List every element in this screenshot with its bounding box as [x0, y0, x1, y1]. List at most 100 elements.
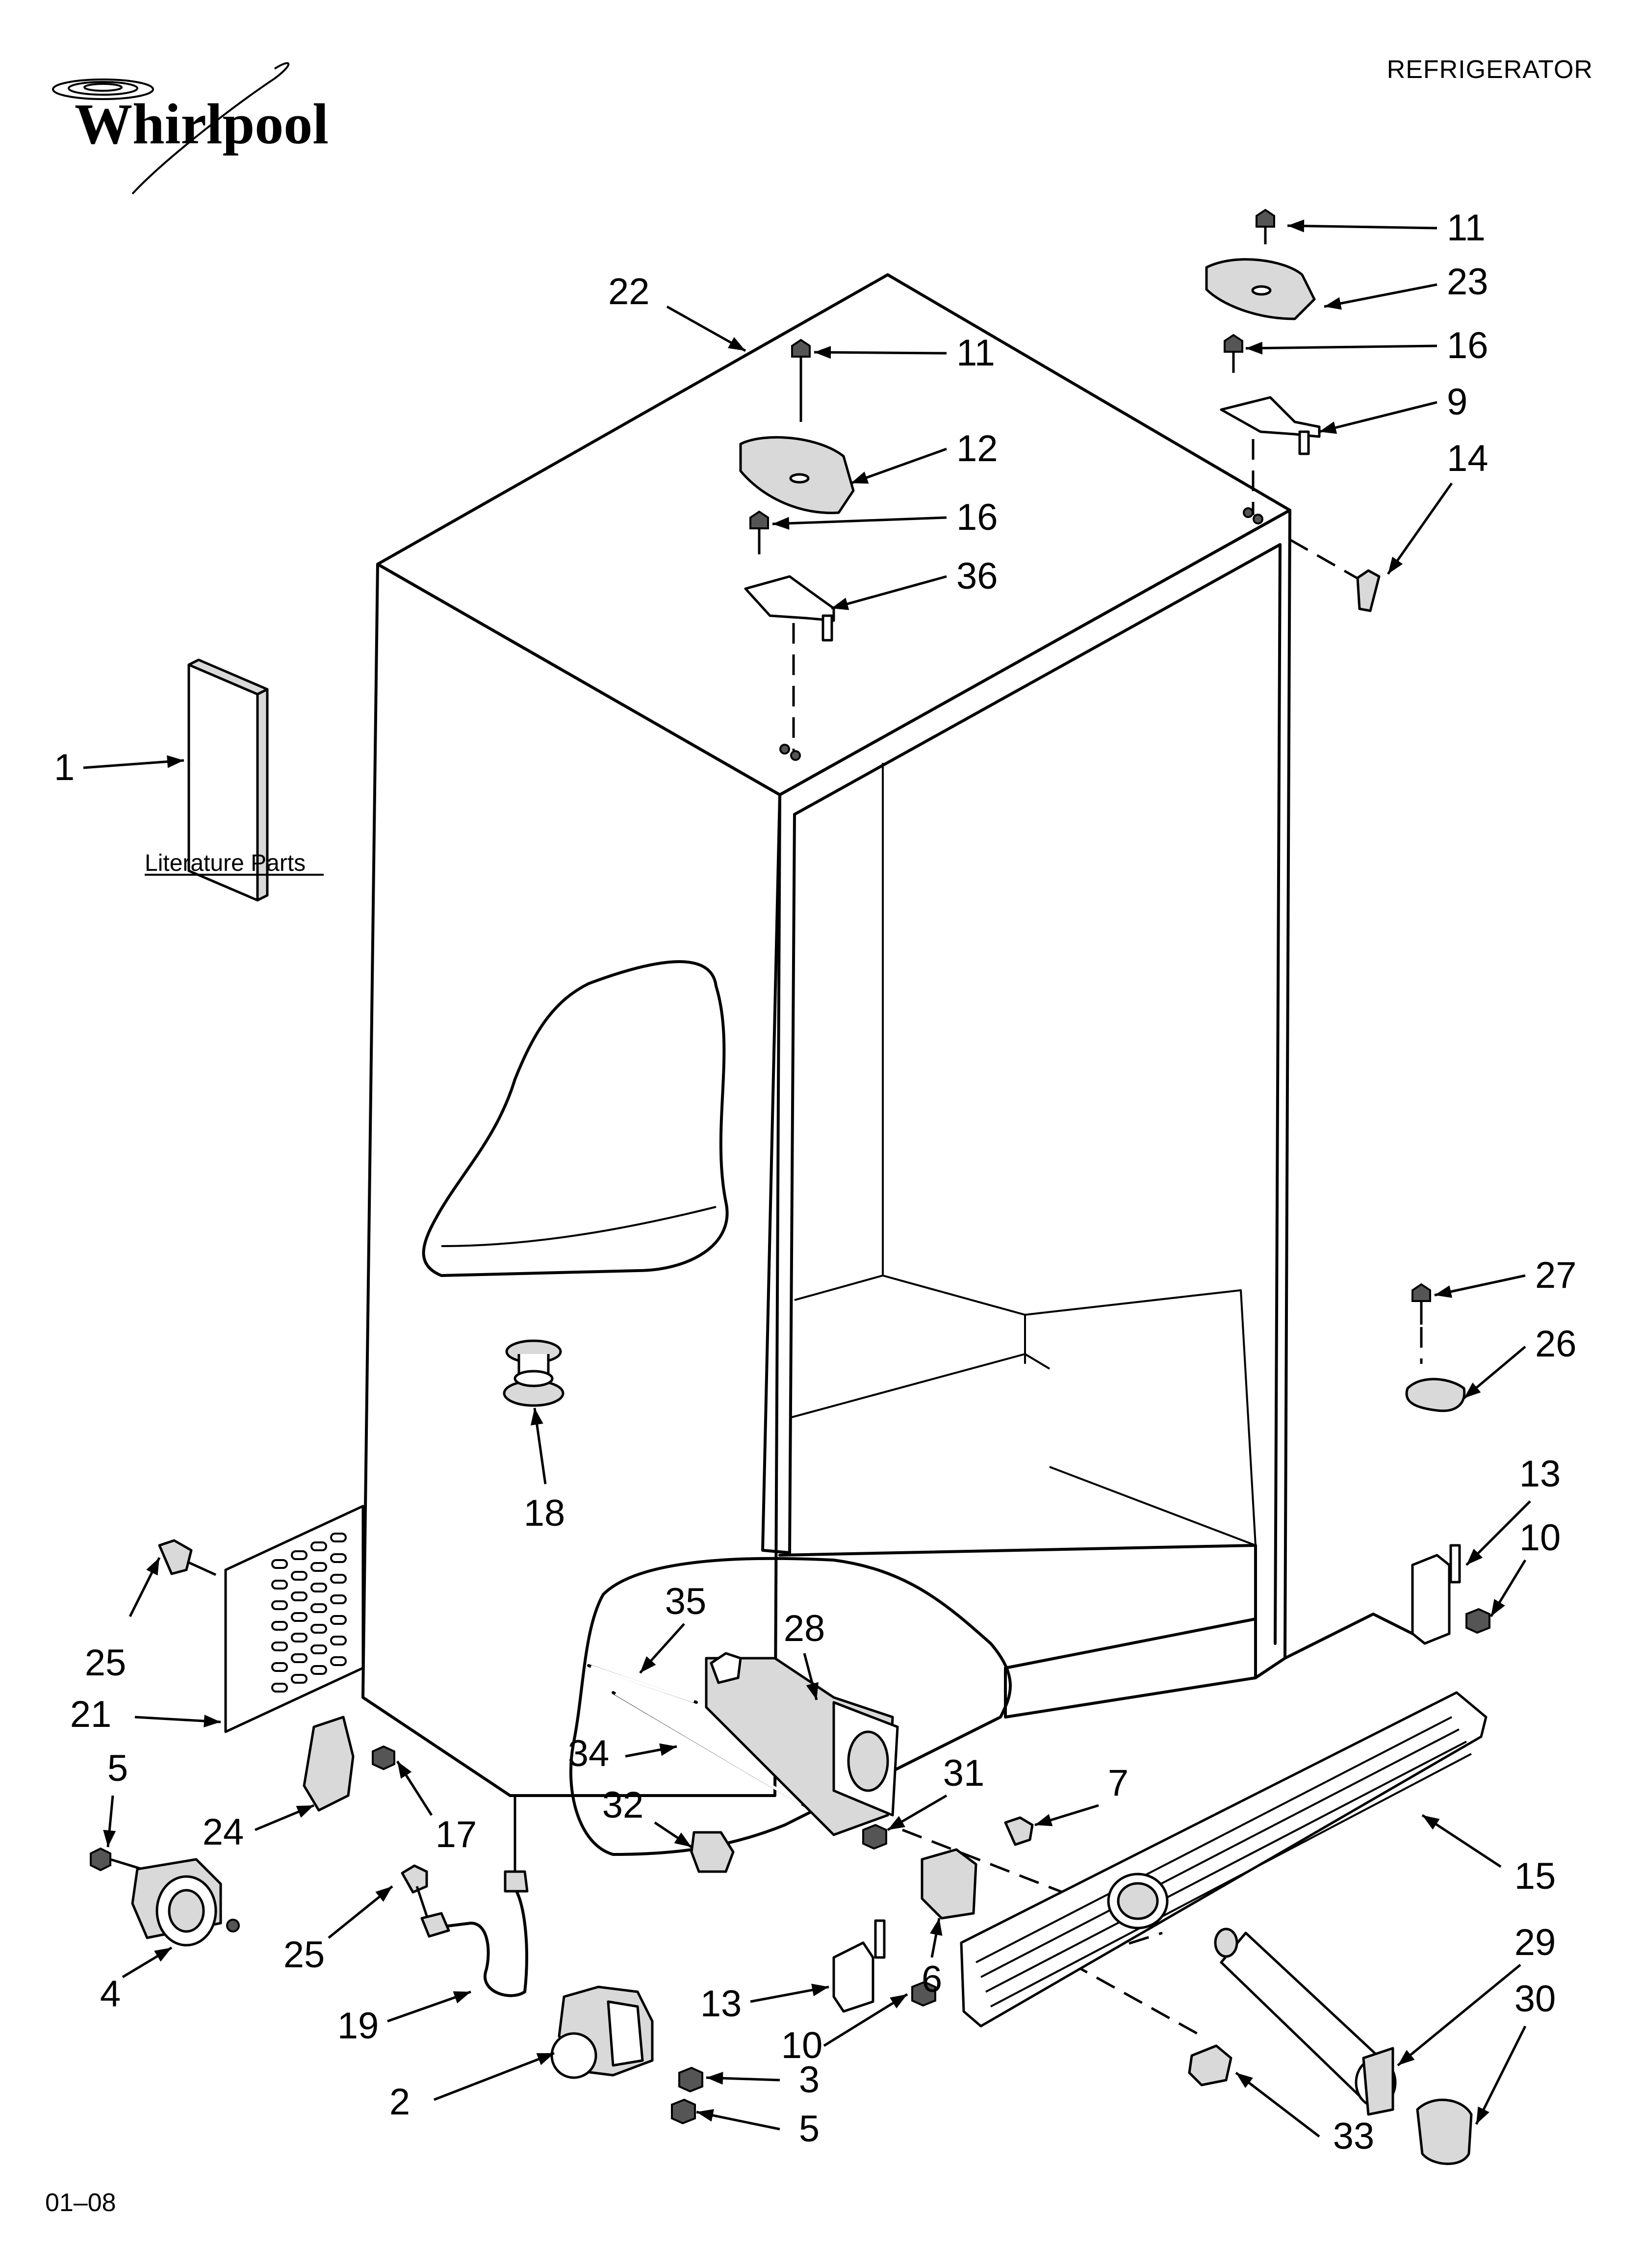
callout-number-c35: 35	[665, 1581, 707, 1622]
arrowhead-c11b	[814, 346, 831, 359]
cabinet-front-frame-inner	[793, 543, 1282, 1645]
callout-number-c21: 21	[70, 1694, 112, 1735]
grille-slot	[330, 1594, 347, 1604]
filter-axis-dash-2	[1068, 1961, 1203, 2037]
floor-hatch	[441, 1206, 717, 1247]
callout-number-c25a: 25	[85, 1642, 127, 1684]
brand-name: Whirlpool	[75, 92, 329, 156]
cabinet-interior-back	[794, 763, 1257, 1546]
screw-27	[1411, 1283, 1431, 1302]
arrowhead-c7	[1035, 1814, 1053, 1826]
leader-c11b	[814, 351, 947, 355]
callout-number-c2: 2	[389, 2081, 410, 2123]
arrowhead-c19	[453, 1991, 471, 2004]
logo-orbit	[131, 62, 290, 195]
arrowhead-c4	[154, 1948, 172, 1962]
arrowhead-c25b	[375, 1886, 392, 1902]
callout-number-c32: 32	[602, 1784, 644, 1826]
screw-5-left	[90, 1847, 111, 1872]
arrowhead-c5b	[696, 2109, 714, 2122]
callout-number-c30: 30	[1514, 1978, 1556, 2020]
callout-number-c5b: 5	[799, 2108, 820, 2150]
arrowhead-c5a	[103, 1829, 116, 1847]
hinge-pin-13-right	[1449, 1544, 1461, 1584]
cabinet-base-edge	[509, 1613, 1414, 1797]
arrowhead-c16b	[772, 517, 790, 530]
refrigerator-cabinet	[361, 273, 1414, 1797]
arrowhead-c25a	[146, 1558, 159, 1576]
arrowhead-c13b	[811, 1983, 829, 1997]
upper-hinge-left	[739, 339, 855, 761]
arrowhead-c33	[1236, 2073, 1253, 2088]
arrowhead-c26	[1464, 1382, 1481, 1398]
logo-swirl	[52, 78, 154, 100]
water-line-19	[401, 1796, 529, 1997]
leader-c33	[1235, 2072, 1320, 2138]
leader-c16a	[1245, 344, 1437, 350]
hinge-plate-36	[744, 575, 835, 622]
literature-booklet	[187, 658, 269, 902]
grille-slot	[271, 1559, 288, 1569]
callout-number-c36: 36	[956, 555, 998, 597]
screw-31	[862, 1824, 887, 1850]
tube-34-core	[615, 1692, 803, 1805]
grille-slot	[310, 1624, 327, 1634]
leader-c9	[1319, 401, 1437, 433]
tube-35-core	[590, 1665, 694, 1703]
screw-11-right	[1256, 209, 1275, 228]
arrowhead-c12	[851, 471, 869, 484]
arrowhead-c10a	[1491, 1599, 1505, 1616]
grille-slot	[310, 1541, 327, 1551]
filter-axis-dash	[902, 1828, 1079, 1900]
callout-number-c11b: 11	[956, 332, 995, 374]
callout-number-c22: 22	[608, 271, 650, 313]
arrowhead-c31	[888, 1816, 905, 1830]
callout-number-c24: 24	[203, 1811, 244, 1853]
grille-slot	[291, 1571, 308, 1581]
arrowhead-c24	[296, 1805, 314, 1818]
callout-number-c12: 12	[956, 428, 998, 469]
callout-number-c14: 14	[1447, 438, 1488, 479]
filter-housing-group	[587, 1652, 899, 1873]
callout-number-c28: 28	[784, 1608, 825, 1649]
literature-caption: Literature Parts	[145, 850, 306, 876]
grille-slot	[291, 1633, 308, 1642]
screw-16-left	[749, 510, 769, 529]
cutaway-upper	[422, 960, 729, 1277]
arrowhead-c22	[727, 337, 745, 351]
callout-number-c10a: 10	[1519, 1517, 1561, 1559]
arrowhead-c18	[530, 1408, 543, 1426]
callout-number-c9: 9	[1447, 381, 1467, 423]
arrowhead-c14	[1388, 556, 1403, 574]
bracket-26	[1405, 1378, 1466, 1412]
screw-3	[678, 2066, 703, 2093]
screw-25-lower	[401, 1864, 428, 1894]
filter-cartridge-29	[1214, 1928, 1397, 2116]
plug-14-leader	[1289, 538, 1360, 580]
callout-number-c29: 29	[1514, 1922, 1556, 1963]
screw-17	[372, 1745, 395, 1771]
arrowhead-c32	[674, 1832, 692, 1847]
grille-slot	[271, 1580, 288, 1590]
callout-number-c23: 23	[1447, 261, 1488, 303]
arrowhead-c6	[929, 1918, 943, 1936]
hinge-pin-bracket-13-right	[1411, 1554, 1451, 1645]
leader-c36	[831, 575, 947, 610]
leader-c29	[1397, 1964, 1521, 2066]
grille-slot	[330, 1553, 347, 1563]
callout-number-c25b: 25	[283, 1934, 325, 1976]
callout-number-c31: 31	[943, 1752, 985, 1794]
callout-number-c34: 34	[568, 1733, 610, 1774]
callout-number-c3: 3	[799, 2059, 820, 2101]
arrowhead-c1	[167, 755, 184, 768]
clip-6	[921, 1848, 977, 1920]
arrowhead-c27	[1435, 1285, 1452, 1298]
callout-number-c16a: 16	[1447, 325, 1488, 366]
arrowhead-c9	[1319, 421, 1337, 434]
grille-slot	[271, 1683, 288, 1693]
grille-slot	[310, 1603, 327, 1613]
hinge-pin-bracket-13-lower	[832, 1941, 874, 2013]
